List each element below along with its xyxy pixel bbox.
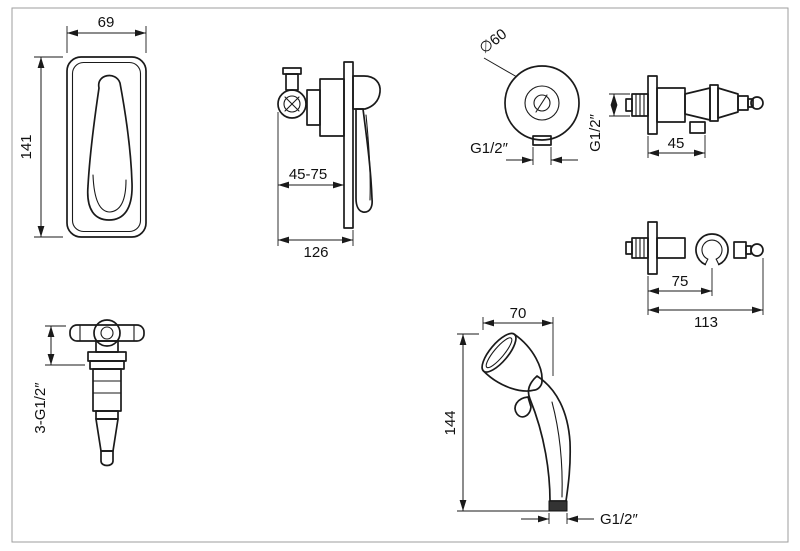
hand-shower-dimensions: 70 144 G1/2″ bbox=[442, 305, 639, 528]
shower-trigger bbox=[514, 396, 532, 418]
dim-shower-height-label: 144 bbox=[442, 410, 459, 435]
hose-outlet-stub bbox=[689, 121, 706, 134]
mixer-handle-front bbox=[86, 74, 133, 221]
valve-body-dimensions: 3-G1/2″ bbox=[32, 325, 85, 434]
lever-hub bbox=[352, 75, 381, 110]
dim-valve-threads-label: 3-G1/2″ bbox=[32, 382, 49, 434]
dim-hook-offset-label: 75 bbox=[672, 273, 689, 290]
side-valve-dimensions: 45-75 126 bbox=[277, 112, 354, 261]
dim-shower-width-label: 70 bbox=[510, 305, 527, 322]
wall-bracket-dimensions: 75 113 bbox=[647, 258, 764, 331]
dim-outlet-offset-label: 45 bbox=[668, 135, 685, 152]
shower-head bbox=[481, 332, 543, 392]
wall-plate bbox=[343, 61, 354, 229]
dim-shower-thread-label: G1/2″ bbox=[600, 511, 639, 528]
hand-shower-view bbox=[481, 332, 572, 512]
lever-blade bbox=[355, 108, 373, 213]
shower-thread bbox=[548, 500, 568, 512]
dim-depth-total-label: 126 bbox=[303, 244, 328, 261]
dim-escutcheon-thread-label: G1/2″ bbox=[470, 140, 509, 157]
wall-outlet-dimensions: G1/2″ 45 bbox=[587, 93, 706, 158]
dim-bracket-length-label: 113 bbox=[694, 314, 718, 331]
holder-hook bbox=[695, 233, 729, 266]
front-plate-dimensions: 69 141 bbox=[18, 14, 147, 238]
wall-bracket-view bbox=[625, 221, 764, 275]
dim-outlet-thread-label: G1/2″ bbox=[587, 113, 604, 152]
drawing-border bbox=[11, 7, 789, 543]
side-valve-view bbox=[277, 61, 381, 229]
escutcheon-view bbox=[504, 65, 580, 146]
escutcheon-dimensions: ∅60 G1/2″ bbox=[470, 26, 578, 165]
valve-body-view bbox=[69, 319, 145, 467]
dim-diameter-label: ∅60 bbox=[476, 26, 510, 58]
dim-depth-range-label: 45-75 bbox=[289, 166, 327, 183]
wall-outlet-view bbox=[625, 75, 764, 135]
front-plate-view bbox=[66, 56, 147, 238]
shower-handle bbox=[527, 375, 572, 502]
dim-front-height-label: 141 bbox=[18, 134, 35, 159]
dim-front-width-label: 69 bbox=[98, 14, 115, 31]
